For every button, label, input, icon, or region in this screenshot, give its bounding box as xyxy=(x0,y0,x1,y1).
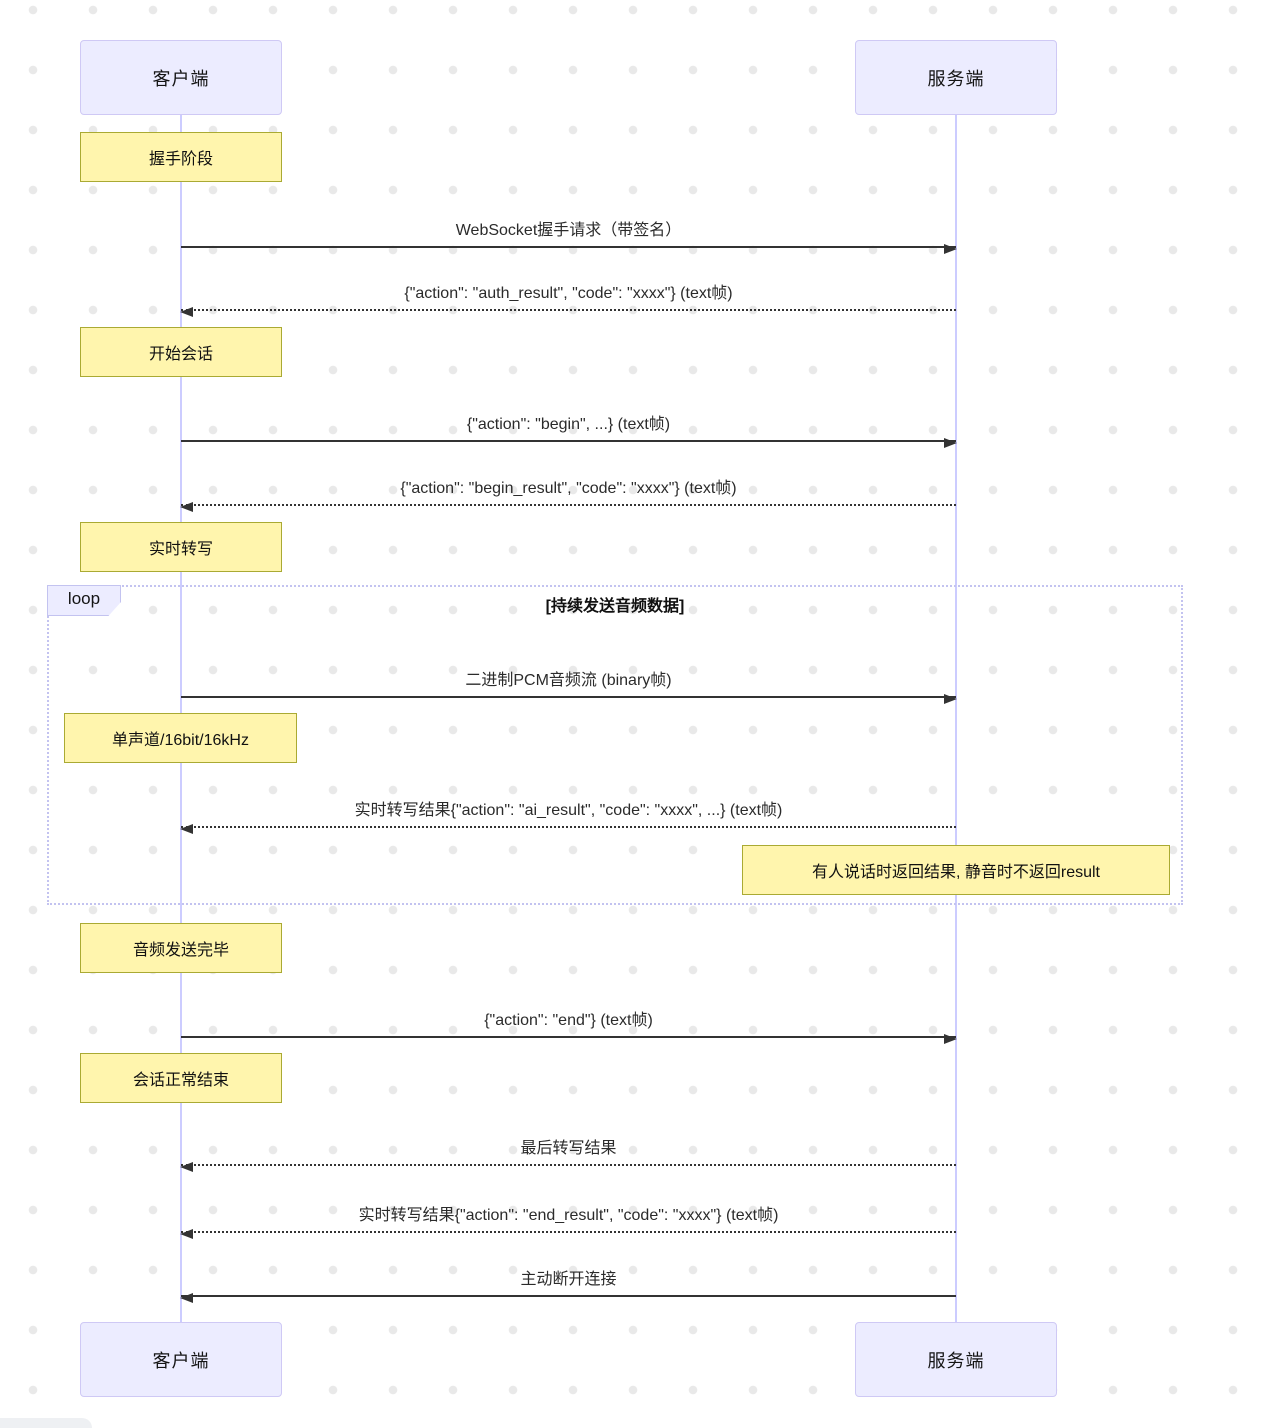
message-label: {"action": "end"} (text帧) xyxy=(484,1012,653,1029)
message-label: 主动断开连接 xyxy=(520,1271,617,1288)
message-label: 二进制PCM音频流 (binary帧) xyxy=(465,672,672,689)
message-disconnect: 主动断开连接 xyxy=(180,1267,956,1303)
note-handshake: 握手阶段 xyxy=(80,132,282,182)
message-label: {"action": "begin", ...} (text帧) xyxy=(466,416,671,433)
note-result-hint: 有人说话时返回结果, 静音时不返回result xyxy=(742,845,1170,895)
message-ai-result: 实时转写结果{"action": "ai_result", "code": "x… xyxy=(180,798,956,834)
arrow-head-left-icon xyxy=(180,1229,193,1239)
actor-server-bottom: 服务端 xyxy=(855,1322,1057,1397)
message-line xyxy=(181,696,956,698)
arrow-head-right-icon xyxy=(944,694,957,704)
message-line xyxy=(181,1164,956,1166)
arrow-head-left-icon xyxy=(180,824,193,834)
message-label: 实时转写结果{"action": "end_result", "code": "… xyxy=(358,1207,779,1224)
loop-frame xyxy=(47,585,1183,905)
message-begin: {"action": "begin", ...} (text帧) xyxy=(181,412,957,448)
message-end: {"action": "end"} (text帧) xyxy=(181,1008,957,1044)
arrow-head-left-icon xyxy=(180,1293,193,1303)
note-begin-session: 开始会话 xyxy=(80,327,282,377)
message-line xyxy=(181,440,956,442)
actor-server-top: 服务端 xyxy=(855,40,1057,115)
message-final-result: 最后转写结果 xyxy=(180,1136,956,1172)
arrow-head-left-icon xyxy=(180,1162,193,1172)
lifeline-server xyxy=(955,115,957,1322)
page-corner-decoration xyxy=(0,1418,92,1428)
arrow-head-left-icon xyxy=(180,502,193,512)
message-line xyxy=(181,1036,956,1038)
actor-client-top: 客户端 xyxy=(80,40,282,115)
note-audio-format: 单声道/16bit/16kHz xyxy=(64,713,297,763)
message-ws-handshake: WebSocket握手请求（带签名） xyxy=(181,218,957,254)
message-line xyxy=(181,309,956,311)
message-label: 实时转写结果{"action": "ai_result", "code": "x… xyxy=(354,802,783,819)
message-begin-result: {"action": "begin_result", "code": "xxxx… xyxy=(180,476,956,512)
note-audio-done: 音频发送完毕 xyxy=(80,923,282,973)
arrow-head-right-icon xyxy=(944,244,957,254)
arrow-head-right-icon xyxy=(944,1034,957,1044)
note-session-end: 会话正常结束 xyxy=(80,1053,282,1103)
message-label: {"action": "auth_result", "code": "xxxx"… xyxy=(404,285,733,302)
loop-title: [持续发送音频数据] xyxy=(545,598,685,615)
actor-client-bottom: 客户端 xyxy=(80,1322,282,1397)
message-line xyxy=(181,246,956,248)
message-line xyxy=(181,1231,956,1233)
message-line xyxy=(181,826,956,828)
message-label: 最后转写结果 xyxy=(520,1140,617,1157)
message-auth-result: {"action": "auth_result", "code": "xxxx"… xyxy=(180,281,956,317)
arrow-head-right-icon xyxy=(944,438,957,448)
message-pcm-stream: 二进制PCM音频流 (binary帧) xyxy=(181,668,957,704)
message-end-result: 实时转写结果{"action": "end_result", "code": "… xyxy=(180,1203,956,1239)
message-line xyxy=(181,1295,956,1297)
message-label: {"action": "begin_result", "code": "xxxx… xyxy=(400,480,737,497)
message-label: WebSocket握手请求（带签名） xyxy=(455,222,682,239)
arrow-head-left-icon xyxy=(180,307,193,317)
note-realtime: 实时转写 xyxy=(80,522,282,572)
message-line xyxy=(181,504,956,506)
loop-label: loop xyxy=(47,585,121,616)
